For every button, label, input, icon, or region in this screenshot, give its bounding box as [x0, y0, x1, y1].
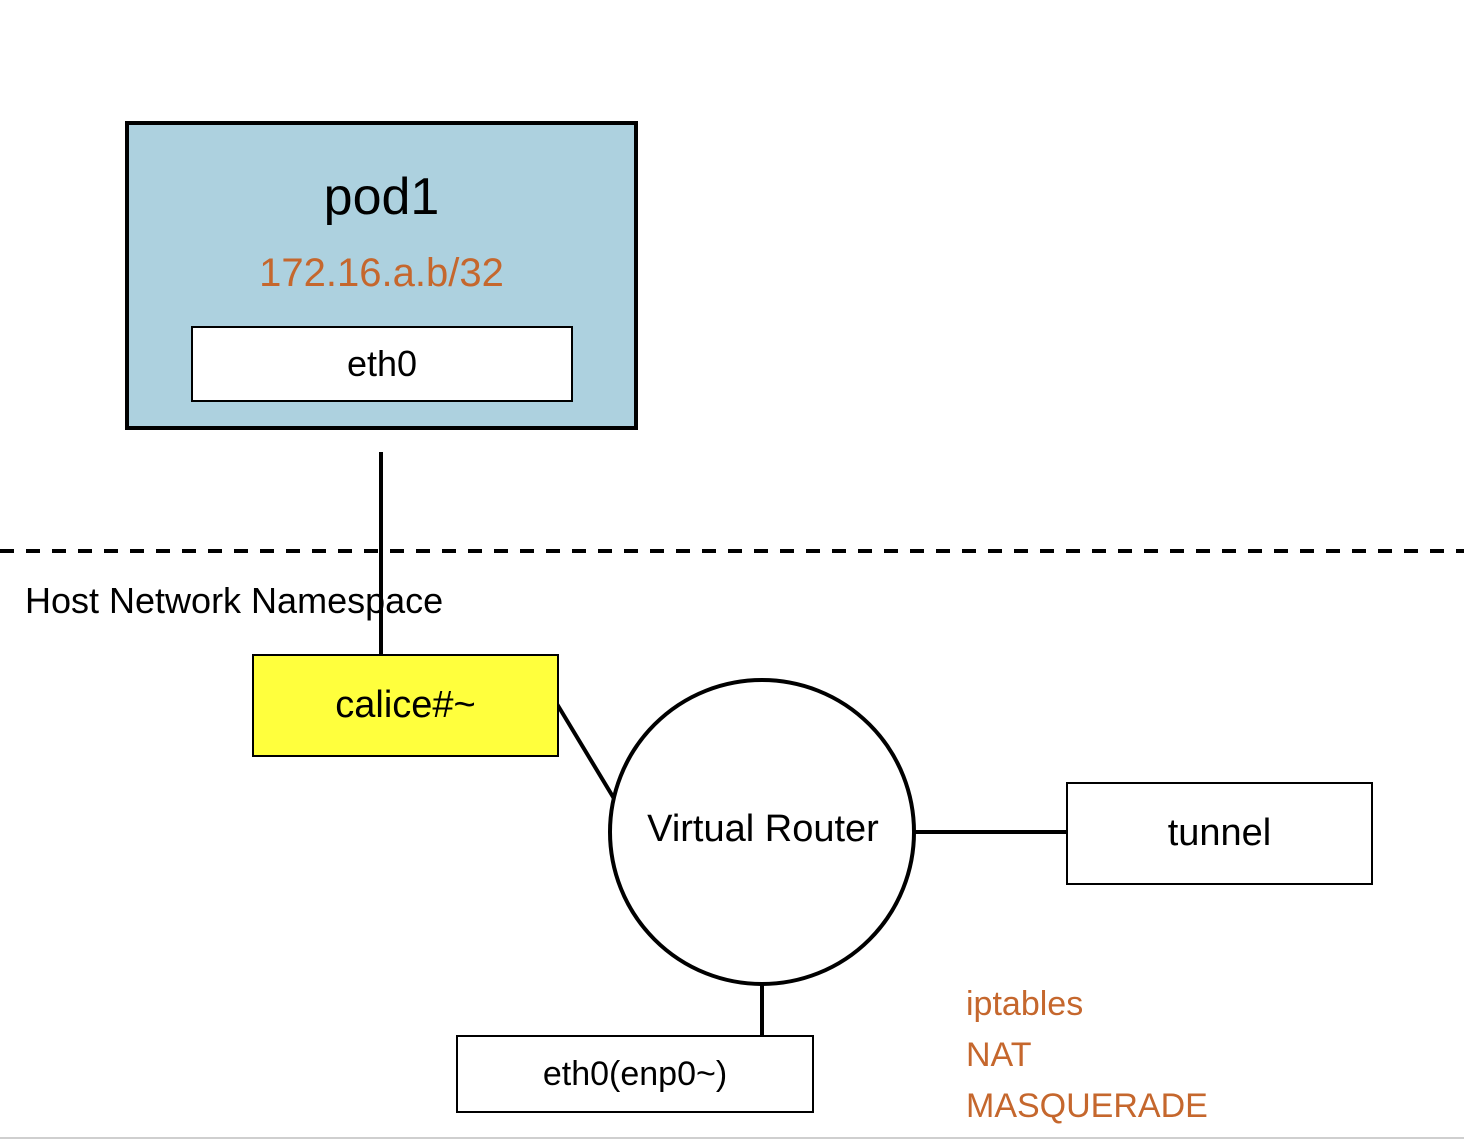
- nat-note-iptables: iptables: [966, 985, 1084, 1023]
- calico-interface-label: calice#~: [335, 684, 476, 726]
- pod-interface-box: eth0: [191, 326, 573, 402]
- pod-name: pod1: [323, 168, 440, 226]
- tunnel-box: tunnel: [1066, 782, 1373, 885]
- nat-note-nat: NAT: [966, 1036, 1032, 1074]
- calico-interface-box: calice#~: [252, 654, 559, 757]
- host-interface-box: eth0(enp0~): [456, 1035, 814, 1113]
- nat-note-masquerade: MASQUERADE: [966, 1087, 1208, 1125]
- pod-ip-address: 172.16.a.b/32: [259, 251, 504, 295]
- host-namespace-label: Host Network Namespace: [25, 580, 444, 621]
- nat-notes: iptables NAT MASQUERADE: [966, 979, 1208, 1132]
- pod-interface-label: eth0: [346, 343, 418, 384]
- virtual-router-label: Virtual Router: [647, 808, 879, 850]
- pod-container: pod1 172.16.a.b/32 eth0: [125, 121, 638, 430]
- tunnel-label: tunnel: [1167, 812, 1272, 854]
- host-interface-label: eth0(enp0~): [542, 1054, 728, 1093]
